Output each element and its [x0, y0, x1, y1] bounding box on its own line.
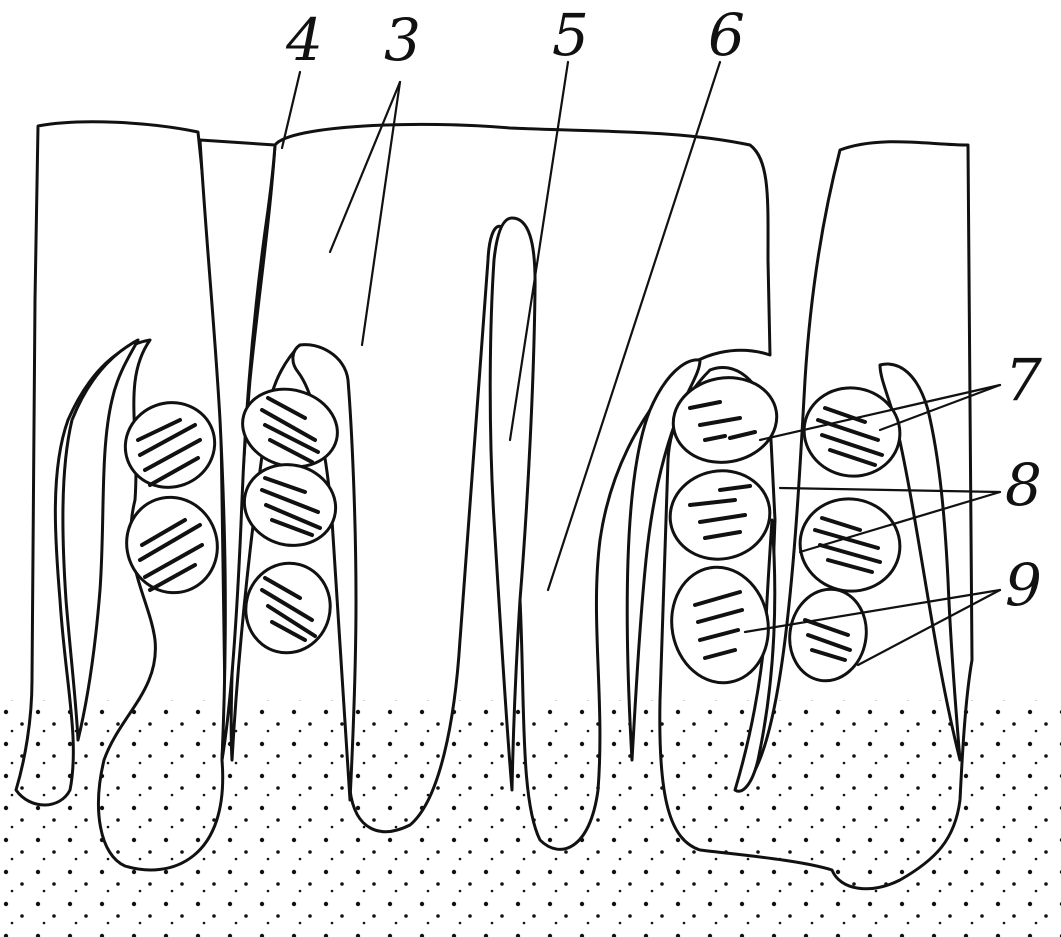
label-7: 7: [1005, 346, 1042, 414]
connective-tissue: [0, 700, 1061, 937]
leader-3b: [362, 82, 400, 345]
oval-cell: [113, 390, 226, 500]
label-3: 3: [384, 6, 421, 74]
label-4: 4: [285, 6, 323, 74]
oval-cell: [663, 463, 777, 567]
label-9: 9: [1005, 551, 1042, 619]
leader-3a: [330, 82, 400, 252]
oval-cell: [113, 485, 230, 606]
label-6: 6: [708, 1, 745, 69]
label-8: 8: [1005, 451, 1042, 519]
label-5: 5: [552, 1, 589, 69]
oval-cell: [783, 583, 874, 687]
oval-cell: [793, 491, 907, 599]
leader-8a: [780, 488, 1000, 492]
oval-cell: [236, 554, 340, 663]
